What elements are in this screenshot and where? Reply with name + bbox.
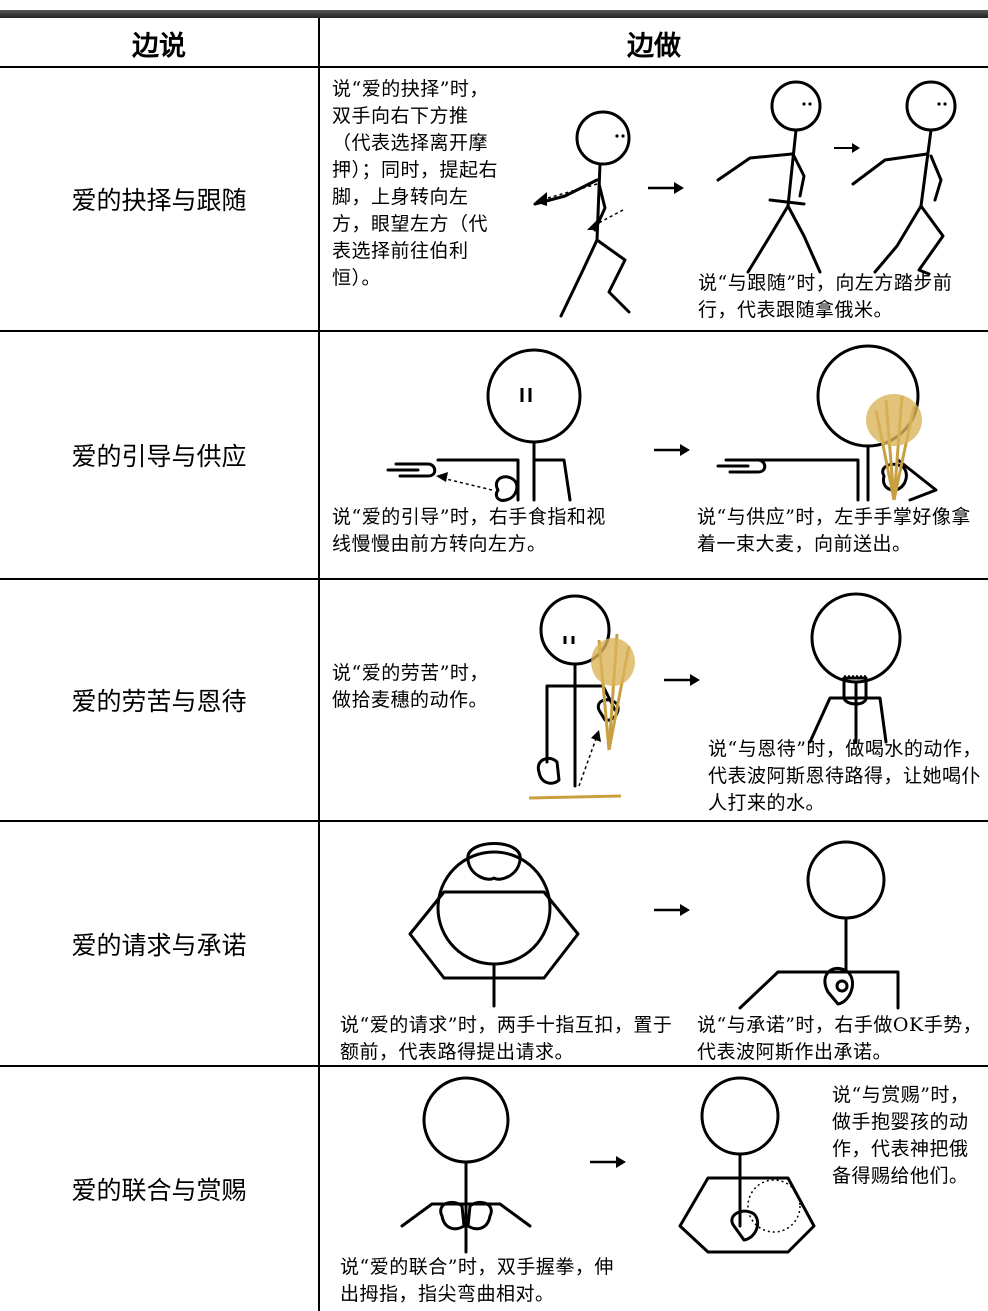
arrow-icon xyxy=(646,182,684,194)
stick-figure-praying xyxy=(404,830,584,1008)
row-label-4: 爱的请求与承诺 xyxy=(71,930,247,960)
stick-figure-walking-2 xyxy=(845,76,985,276)
stick-figure-holding-baby xyxy=(678,1076,828,1256)
arrow-icon xyxy=(652,904,690,916)
arrow-icon xyxy=(662,674,700,686)
row3-caption-a: 说“爱的劳苦”时，做拾麦穗的动作。 xyxy=(332,662,489,711)
arrow-small-icon xyxy=(832,143,860,153)
row3-caption-b: 说“与恩待”时，做喝水的动作，代表波阿斯恩待路得，让她喝仆人打来的水。 xyxy=(708,738,982,814)
row5-caption-b: 说“与赏赐”时，做手抱婴孩的动作，代表神把俄备得赐给他们。 xyxy=(832,1084,970,1187)
gesture-table: 边说 边做 爱的抉择与跟随 爱的引导与供应 爱的劳苦与恩待 爱的请求与承诺 爱的… xyxy=(0,18,988,1311)
header-divider xyxy=(0,66,988,68)
stick-figure-turning xyxy=(525,80,645,320)
stick-figure-ok-gesture xyxy=(738,842,908,1010)
row-divider xyxy=(0,1065,988,1067)
row4-caption-b: 说“与承诺”时，右手做OK手势，代表波阿斯作出承诺。 xyxy=(697,1014,983,1063)
row1-caption-a: 说“爱的抉择”时，双手向右下方推（代表选择离开摩押）；同时，提起右脚，上身转向左… xyxy=(332,78,499,289)
header-say: 边说 xyxy=(132,30,186,62)
column-divider xyxy=(318,18,320,1311)
row-divider xyxy=(0,330,988,332)
row-label-5: 爱的联合与赏赐 xyxy=(71,1176,247,1205)
arrow-icon xyxy=(588,1156,626,1168)
header-do: 边做 xyxy=(627,30,681,62)
row-label-1: 爱的抉择与跟随 xyxy=(71,186,247,215)
stick-figure-offering-barley xyxy=(698,340,948,502)
row2-caption-b: 说“与供应”时，左手手掌好像拿着一束大麦，向前送出。 xyxy=(697,506,971,555)
stick-figure-union xyxy=(396,1076,556,1252)
top-rule xyxy=(0,10,988,18)
row5-caption-a: 说“爱的联合”时，双手握拳，伸出拇指，指尖弯曲相对。 xyxy=(340,1256,614,1305)
arrow-icon xyxy=(652,444,690,456)
stick-figure-gleaning xyxy=(525,590,635,808)
row-divider xyxy=(0,578,988,580)
stick-figure-drinking xyxy=(800,594,900,746)
stick-figure-walking-1 xyxy=(700,76,830,276)
row4-caption-a: 说“爱的请求”时，两手十指互扣，置于额前，代表路得提出请求。 xyxy=(340,1014,673,1063)
row-divider xyxy=(0,820,988,822)
row2-caption-a: 说“爱的引导”时，右手食指和视线慢慢由前方转向左方。 xyxy=(332,506,606,555)
row-label-3: 爱的劳苦与恩待 xyxy=(71,687,247,716)
row-label-2: 爱的引导与供应 xyxy=(71,442,247,471)
stick-figure-pointing xyxy=(378,340,588,502)
row1-caption-b: 说“与跟随”时，向左方踏步前行，代表跟随拿俄米。 xyxy=(698,272,953,321)
